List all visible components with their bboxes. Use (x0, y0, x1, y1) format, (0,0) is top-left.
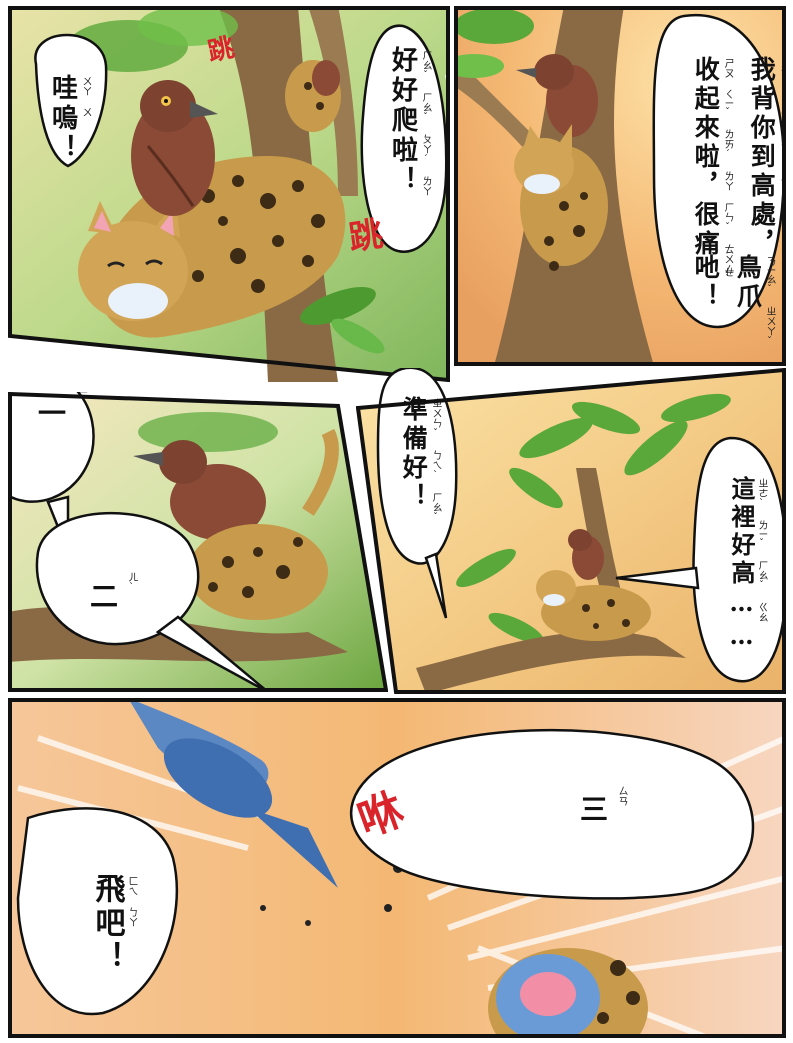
panel-4: 準備好！ ㄓㄨㄣˇ ㄅㄟˋ ㄏㄠˇ 這裡好高…… ㄓㄜˋ ㄌㄧˇ ㄏㄠˇ ㄍㄠ (356, 368, 786, 694)
speech-bubble-two (35, 511, 269, 692)
zhuyin-carry-1: ㄨㄛˇ ㄅㄟ ㄋㄧˇ ㄉㄠˋ ㄍㄠ ㄔㄨˋ (778, 58, 786, 275)
panel-3: 一 ㄧ 二 ㄦˋ (8, 392, 388, 692)
sfx-jump-bottom: 跳 (339, 215, 385, 253)
speech-text-fly: 飛吧！ (89, 873, 125, 975)
zhuyin-three: ㄙㄢ (616, 786, 627, 806)
speech-text-carry-2: 收起來啦，很痛 (691, 56, 721, 259)
panel-5-art (8, 698, 786, 1038)
zhuyin-two: ㄦˋ (126, 572, 137, 593)
zhuyin-fly: ㄈㄟ ㄅㄚ (126, 876, 137, 927)
zhuyin-carry-3: ㄋㄧㄠˇ ㄓㄨㄚˇ (764, 256, 775, 347)
panel-2: 我背你到高處， ㄨㄛˇ ㄅㄟ ㄋㄧˇ ㄉㄠˋ ㄍㄠ ㄔㄨˋ 收起來啦，很痛 ㄕㄡ… (454, 6, 786, 366)
zhuyin-carry-2: ㄕㄡ ㄑㄧˇ ㄌㄞˊ ㄌㄚ ㄏㄣˇ ㄊㄨㄥˋ (722, 58, 733, 285)
zhuyin-high: ㄓㄜˋ ㄌㄧˇ ㄏㄠˇ ㄍㄠ (756, 478, 767, 622)
zhuyin-carry-4: ˙ㄝ (722, 256, 733, 277)
speech-text-carry-3: 鳥爪 (733, 254, 763, 312)
speech-bubble-high (615, 436, 786, 683)
panel-1: 哇嗚！ ㄨㄚ ㄨ 好好爬啦！ ㄏㄠˇ ㄏㄠˇ ㄆㄚˊ ㄌㄚ 跳 跳 (8, 6, 450, 382)
speech-bubble-carry (652, 13, 786, 329)
speech-text-carry-4: 吔！ (691, 254, 721, 312)
speech-text-high: 這裡好高…… (727, 476, 756, 654)
speech-text-climb: 好好爬啦！ (387, 46, 418, 196)
panel-5: 三 ㄙㄢ 飛吧！ ㄈㄟ ㄅㄚ 咻 (8, 698, 786, 1038)
speech-text-three: 三 (580, 793, 609, 826)
speech-text-two: 二 (90, 580, 119, 613)
speech-bubble-climb (360, 24, 450, 253)
speech-text-carry-1: 我背你到高處， (747, 56, 777, 259)
zhuyin-climb: ㄏㄠˇ ㄏㄠˇ ㄆㄚˊ ㄌㄚ (420, 50, 431, 196)
